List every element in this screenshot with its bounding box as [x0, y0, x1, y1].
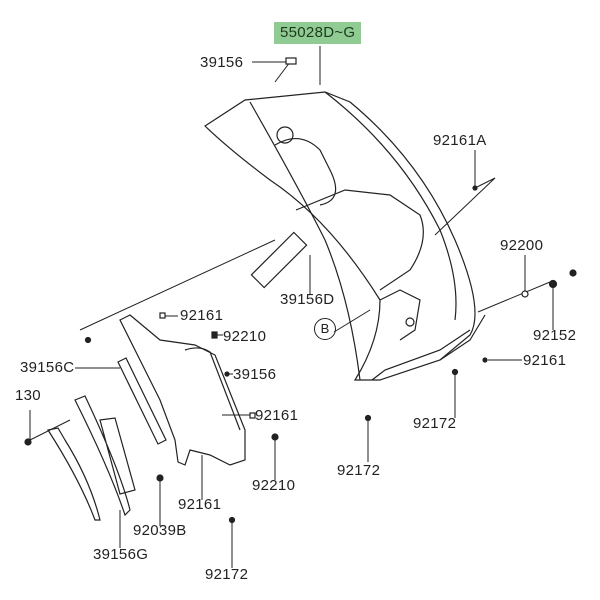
label-92172-center: 92172 [337, 462, 381, 479]
nut-icon [548, 279, 558, 289]
part-number-highlighted[interactable]: 55028D~G [274, 22, 362, 44]
bracket-130 [47, 427, 101, 521]
label-92161-mid2: 92161 [255, 407, 299, 424]
label-92161-mid: 92161 [180, 307, 224, 324]
strip-39156D [250, 231, 308, 289]
label-92161-low: 92161 [178, 496, 222, 513]
label-92039b: 92039B [133, 522, 187, 539]
trim-39156G [74, 395, 136, 517]
leader-lines [29, 46, 554, 568]
clip-icon [285, 57, 297, 65]
strip-39156C [117, 357, 167, 445]
bolt-icon [569, 269, 577, 277]
label-92152: 92152 [533, 327, 577, 344]
fasteners [24, 57, 577, 524]
screw-icon [472, 185, 478, 191]
label-39156g: 39156G [93, 546, 149, 563]
label-92200: 92200 [500, 237, 544, 254]
label-39156-mid: 39156 [233, 366, 277, 383]
label-92210-low: 92210 [252, 477, 296, 494]
washer-icon [521, 290, 529, 298]
label-92172-bottom: 92172 [205, 566, 249, 583]
label-130: 130 [15, 387, 41, 404]
label-39156d: 39156D [280, 291, 335, 308]
label-39156c: 39156C [20, 359, 75, 376]
label-92161-right: 92161 [523, 352, 567, 369]
label-92210-mid: 92210 [223, 328, 267, 345]
side-panel-part [119, 314, 246, 466]
label-92172-right: 92172 [413, 415, 457, 432]
front-cowl-part [204, 91, 486, 381]
callout-b: B [314, 318, 336, 340]
label-92161a: 92161A [433, 132, 487, 149]
label-39156-top: 39156 [200, 54, 244, 71]
